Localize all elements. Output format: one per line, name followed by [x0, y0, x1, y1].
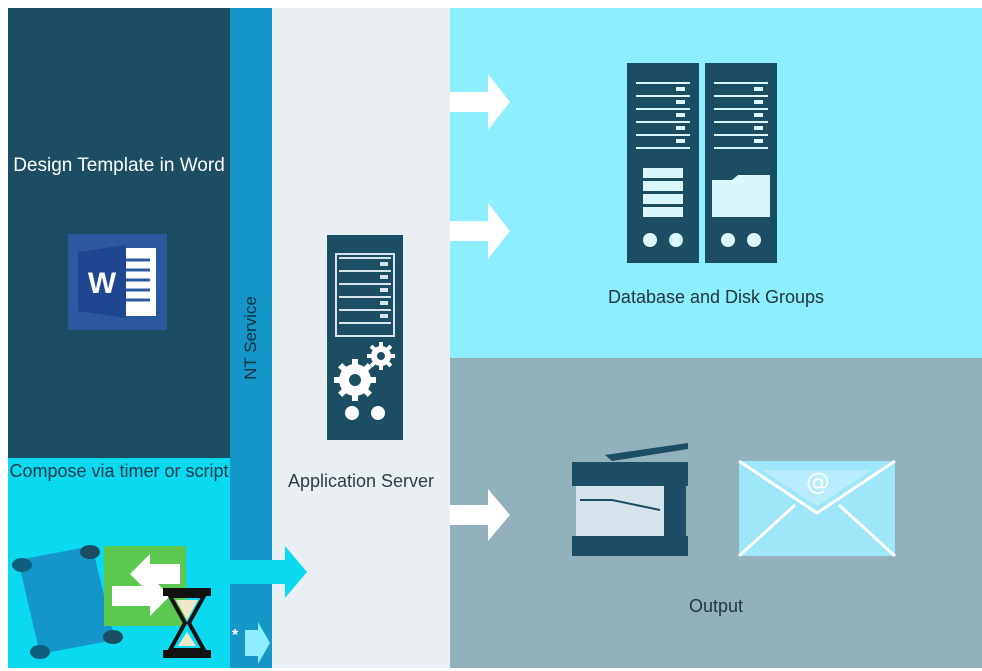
- email-at-symbol: @: [806, 468, 830, 496]
- disk-server-icon: [705, 63, 777, 263]
- hourglass-icon: [163, 588, 211, 658]
- database-server-icon: [627, 63, 699, 263]
- server-gears-icon: [327, 235, 403, 440]
- nt-service-bar: [230, 8, 272, 668]
- arrow-compose-to-app: [230, 546, 307, 598]
- arrow-to-database-top: [450, 74, 510, 130]
- nt-service-label-wrapper: NT Service: [230, 8, 272, 668]
- design-panel: [8, 8, 230, 458]
- word-icon: W: [68, 234, 167, 330]
- output-label: Output: [688, 596, 744, 616]
- arrow-to-output: [450, 489, 510, 541]
- printer-icon: [572, 443, 688, 556]
- nt-service-marker: *: [232, 627, 239, 644]
- arrow-nt-small: [245, 622, 270, 664]
- arrow-to-database-bottom: [450, 203, 510, 259]
- compose-label: Compose via timer or script: [9, 461, 229, 481]
- email-icon: [737, 459, 897, 558]
- exchange-icon: [104, 546, 186, 626]
- script-scroll-icon: [12, 545, 123, 659]
- application-server-label: Application Server: [287, 471, 435, 491]
- svg-text:W: W: [88, 267, 117, 300]
- design-template-label: Design Template in Word: [13, 155, 225, 176]
- nt-service-label: NT Service: [241, 296, 261, 380]
- database-label: Database and Disk Groups: [607, 287, 825, 307]
